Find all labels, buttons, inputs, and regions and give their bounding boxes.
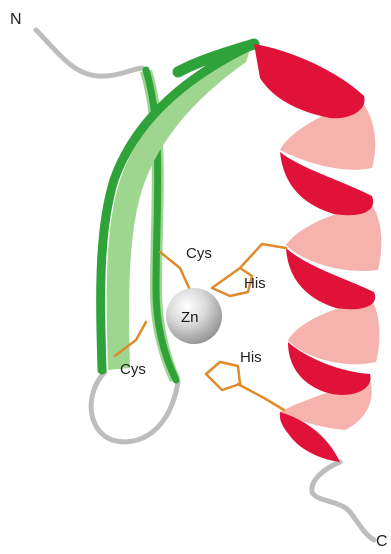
c-terminus-label: C bbox=[376, 533, 388, 550]
cys-top-side-chain bbox=[158, 250, 192, 292]
his-bottom-label: His bbox=[240, 349, 262, 366]
his-top-label: His bbox=[244, 275, 266, 292]
cys-bottom-side-chain bbox=[113, 320, 148, 358]
beta-strand-outer-upper bbox=[172, 38, 260, 78]
beta-strand-outer-back bbox=[106, 50, 251, 370]
cys-bottom-label: Cys bbox=[120, 361, 146, 378]
cys-top-label: Cys bbox=[186, 245, 212, 262]
his-bottom-linker bbox=[236, 382, 286, 412]
his-top-ring bbox=[210, 266, 254, 298]
alpha-helix-front bbox=[254, 44, 376, 462]
beta-strand-outer bbox=[96, 41, 255, 375]
c-terminal-coil bbox=[309, 459, 377, 543]
zinc-ion bbox=[166, 288, 222, 344]
n-terminus-label: N bbox=[10, 11, 22, 28]
his-top-linker bbox=[238, 242, 288, 270]
zinc-label: Zn bbox=[181, 309, 199, 326]
n-terminal-coil bbox=[33, 27, 145, 79]
his-bottom-ring bbox=[204, 360, 242, 392]
side-chains bbox=[113, 242, 288, 412]
hairpin-loop-coil bbox=[88, 369, 181, 445]
